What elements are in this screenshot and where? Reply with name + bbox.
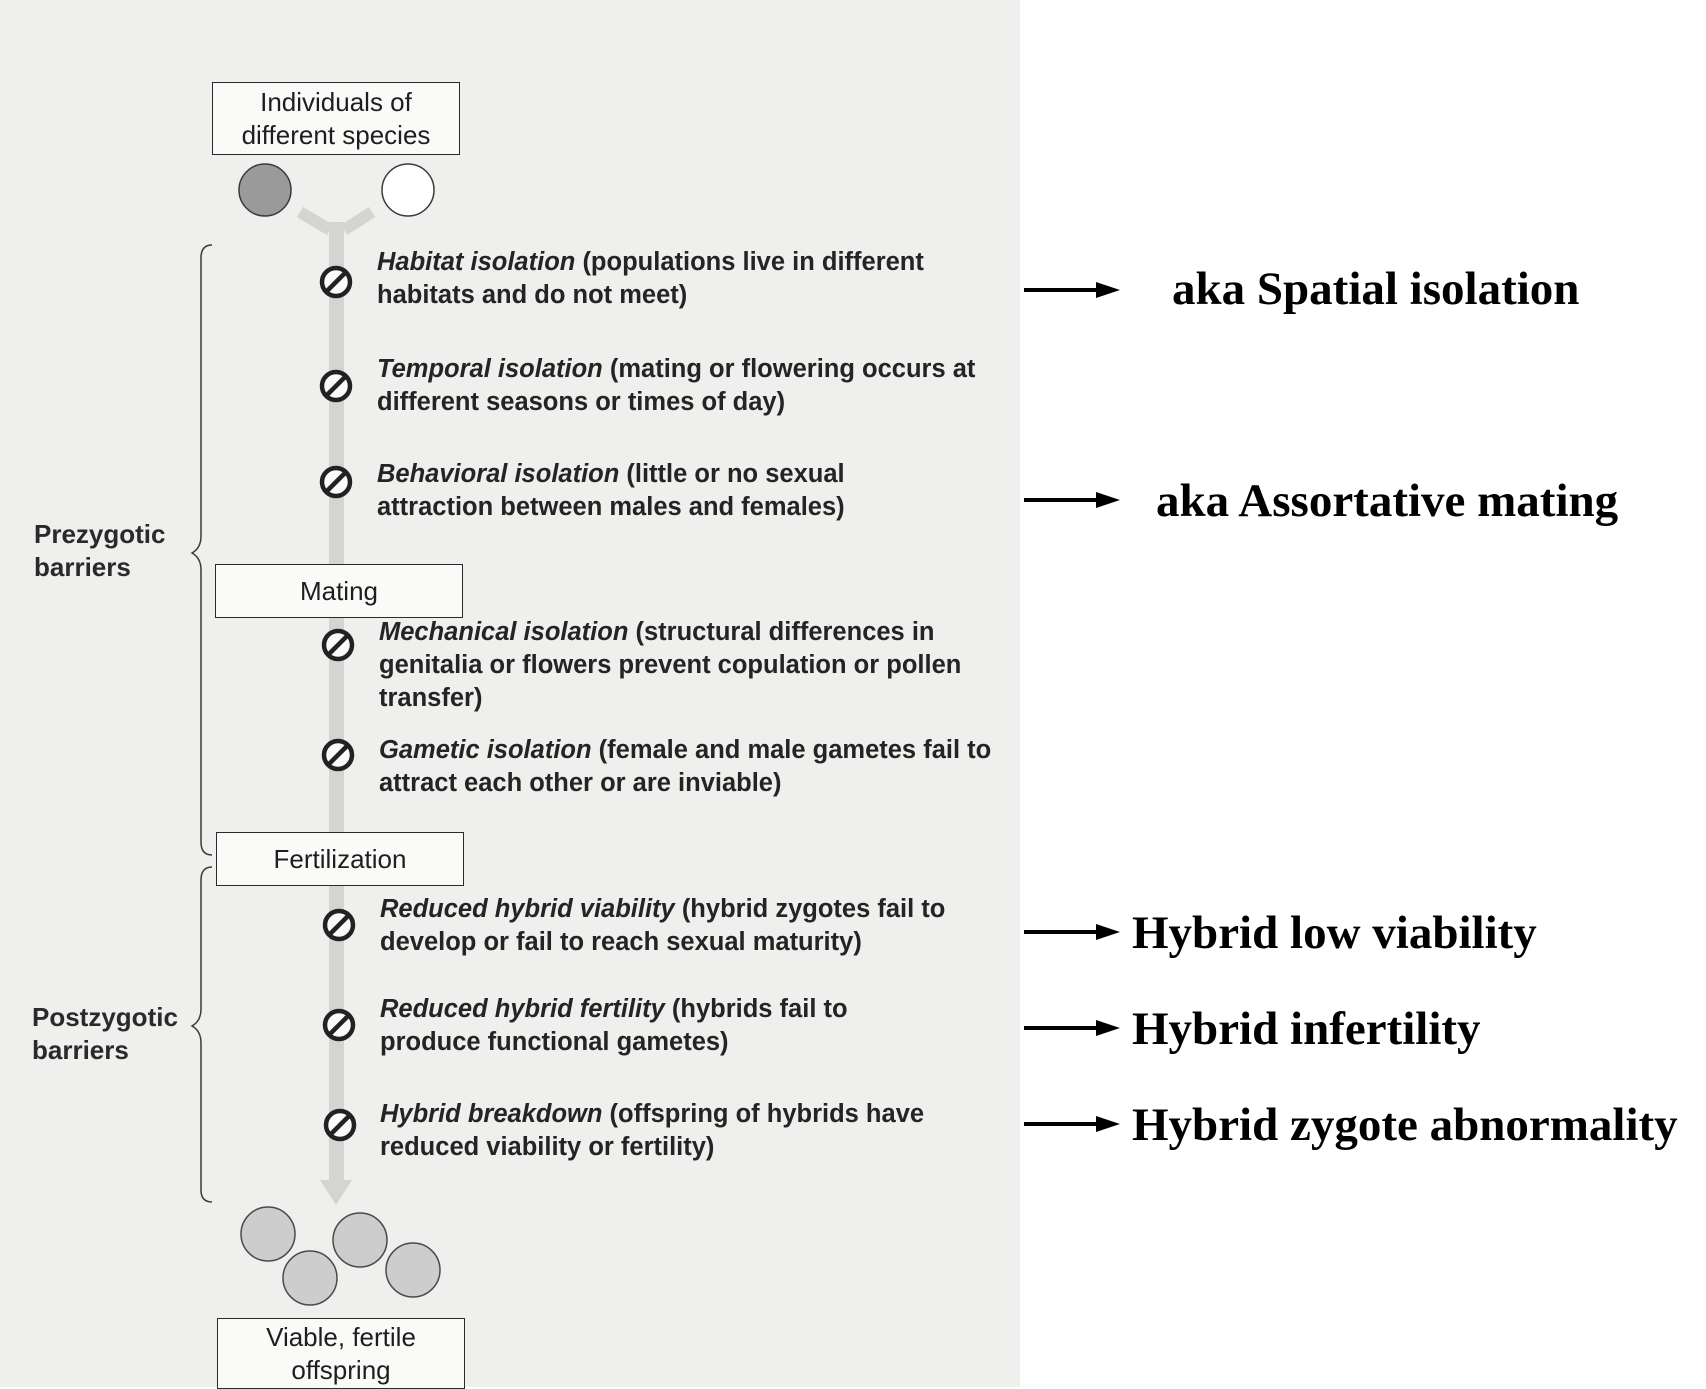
barrier-symbol-icon: [322, 1008, 356, 1042]
barrier-description: (populations live in different habitats …: [377, 248, 924, 309]
barrier-description: (offspring of hybrids have reduced viabi…: [380, 1100, 925, 1161]
annotation-arrow-icon: [1024, 924, 1120, 940]
barrier-name: Mechanical isolation: [379, 618, 629, 646]
barrier-symbol-icon: [321, 628, 355, 662]
barrier-symbol-icon: [322, 908, 356, 942]
barrier-reduced-hybrid-fertility: Reduced hybrid fertility (hybrids fail t…: [380, 993, 940, 1059]
barrier-name: Temporal isolation: [377, 355, 603, 383]
barrier-symbol-icon: [321, 738, 355, 772]
mating-stage-box: Mating: [215, 564, 463, 618]
converge-arrow-right: [340, 206, 376, 236]
textbook-figure: Individuals of different species Mating …: [0, 0, 1020, 1389]
barrier-name: Habitat isolation: [377, 248, 576, 276]
annotation-arrow-icon: [1024, 1020, 1120, 1036]
postzygotic-brace: [190, 866, 213, 1203]
barrier-name: Reduced hybrid viability: [380, 895, 675, 923]
barrier-symbol-icon: [323, 1108, 357, 1142]
flow-arrow-shaft: [329, 222, 344, 1188]
individual-species-b: [381, 163, 435, 217]
offspring-circle: [385, 1242, 441, 1298]
barrier-symbol-icon: [319, 265, 353, 299]
annotation-assortative-mating: aka Assortative mating: [1156, 475, 1619, 527]
end-box-line1: Viable, fertile: [266, 1321, 416, 1352]
barrier-description: (hybrid zygotes fail to develop or fail …: [380, 895, 946, 956]
postzygotic-barriers-label: Postzygotic barriers: [32, 1002, 178, 1065]
annotation-hybrid-infertility: Hybrid infertility: [1132, 1003, 1481, 1055]
offspring-circle: [332, 1212, 388, 1268]
end-box: Viable, fertile offspring: [217, 1318, 465, 1389]
barrier-temporal-isolation: Temporal isolation (mating or flowering …: [377, 353, 987, 419]
offspring-circle: [240, 1206, 296, 1262]
barrier-description: (little or no sexual attraction between …: [377, 460, 845, 521]
annotation-arrow-icon: [1024, 282, 1120, 298]
end-box-line2: offspring: [291, 1354, 391, 1385]
diagram-graphics: [190, 163, 441, 1306]
barrier-description: (hybrids fail to produce functional game…: [380, 995, 848, 1056]
barrier-gametic-isolation: Gametic isolation (female and male gamet…: [379, 734, 1009, 800]
barrier-name: Gametic isolation: [379, 736, 592, 764]
fertilization-stage-label: Fertilization: [273, 843, 407, 874]
barrier-hybrid-breakdown: Hybrid breakdown (offspring of hybrids h…: [380, 1098, 950, 1164]
start-box: Individuals of different species: [212, 82, 460, 155]
annotation-arrow-icon: [1024, 492, 1120, 508]
annotation-spatial-isolation: aka Spatial isolation: [1172, 263, 1580, 315]
prezygotic-brace: [190, 244, 213, 856]
barrier-description: (mating or flowering occurs at different…: [377, 355, 976, 416]
barrier-description: (structural differences in genitalia or …: [379, 618, 962, 712]
barrier-mechanical-isolation: Mechanical isolation (structural differe…: [379, 616, 979, 715]
barrier-name: Behavioral isolation: [377, 460, 620, 488]
prezygotic-barriers-label: Prezygotic barriers: [34, 519, 166, 582]
start-box-line2: different species: [241, 119, 431, 150]
individual-species-a: [238, 163, 292, 217]
converge-arrow-left: [296, 206, 334, 236]
mating-stage-label: Mating: [299, 575, 379, 606]
barrier-name: Reduced hybrid fertility: [380, 995, 665, 1023]
barrier-symbol-icon: [319, 369, 353, 403]
barrier-description: (female and male gametes fail to attract…: [379, 736, 992, 797]
annotation-hybrid-zygote-abnormality: Hybrid zygote abnormality: [1132, 1099, 1678, 1151]
barrier-name: Hybrid breakdown: [380, 1100, 603, 1128]
fertilization-stage-box: Fertilization: [216, 832, 464, 886]
barrier-reduced-hybrid-viability: Reduced hybrid viability (hybrid zygotes…: [380, 893, 1010, 959]
start-box-line1: Individuals of: [260, 86, 412, 117]
barrier-habitat-isolation: Habitat isolation (populations live in d…: [377, 246, 937, 312]
annotation-hybrid-low-viability: Hybrid low viability: [1132, 907, 1537, 959]
flow-arrow-head: [320, 1180, 352, 1205]
offspring-circle: [282, 1250, 338, 1306]
barrier-behavioral-isolation: Behavioral isolation (little or no sexua…: [377, 458, 947, 524]
annotation-arrow-icon: [1024, 1116, 1120, 1132]
barrier-symbol-icon: [319, 465, 353, 499]
